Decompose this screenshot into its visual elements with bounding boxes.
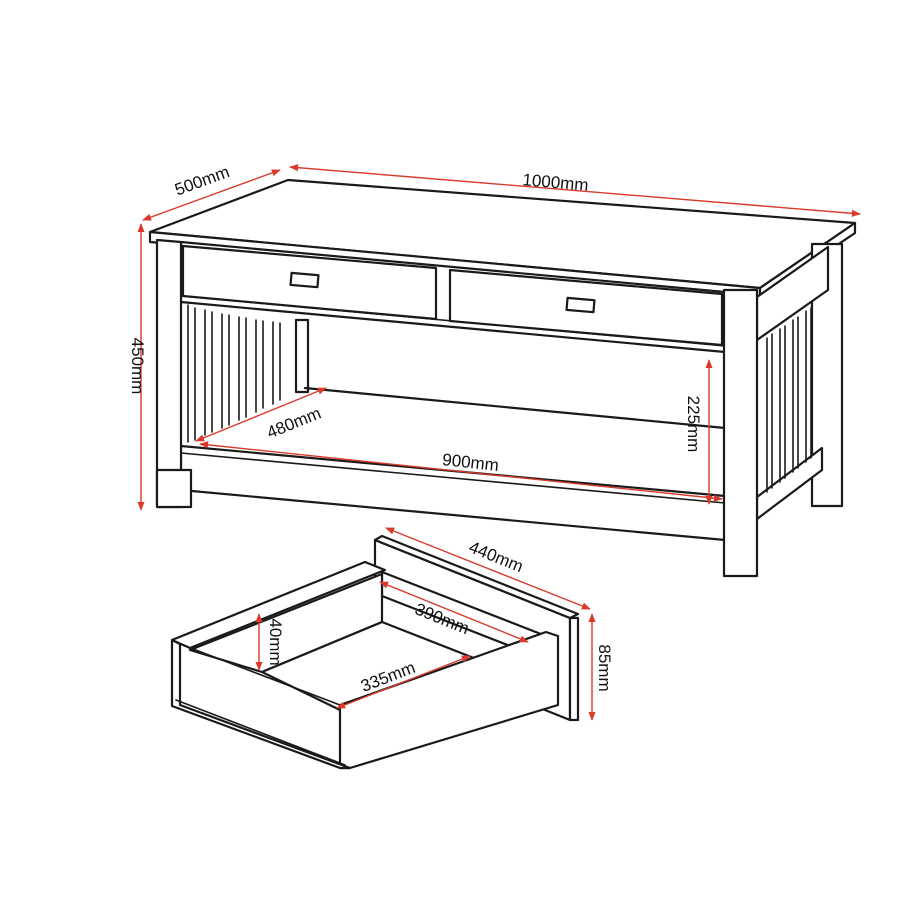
right-side-slats: [766, 307, 812, 493]
label-table-depth: 500mm: [172, 162, 232, 199]
back-left-leg: [294, 318, 310, 394]
label-table-width: 1000mm: [522, 170, 590, 195]
coffee-table: [148, 178, 857, 578]
front-left-leg-foot: [155, 468, 193, 509]
left-side-slats: [187, 304, 281, 443]
right-drawer-handle[interactable]: [565, 296, 596, 314]
label-drawer-inner-height: 40mm: [266, 618, 285, 665]
arrow-drawer-front-width: [385, 527, 591, 610]
arrow-drawer-inner-width: [336, 655, 471, 709]
label-shelf-clearance: 225mm: [684, 396, 703, 453]
left-drawer-handle[interactable]: [289, 271, 320, 289]
label-table-height: 450mm: [128, 338, 147, 395]
arrow-drawer-inner-length: [379, 581, 529, 643]
label-drawer-front-height: 85mm: [595, 644, 614, 691]
arrow-table-width: [289, 164, 861, 217]
front-left-leg: [155, 238, 183, 509]
label-drawer-front-width: 440mm: [466, 537, 526, 576]
arrow-table-depth: [142, 169, 281, 221]
dimension-arrows: [137, 164, 861, 721]
drawer-front-board-side: [568, 616, 580, 722]
arrow-shelf-depth: [195, 387, 327, 442]
arrow-shelf-width: [199, 441, 723, 502]
front-right-leg: [722, 288, 759, 578]
